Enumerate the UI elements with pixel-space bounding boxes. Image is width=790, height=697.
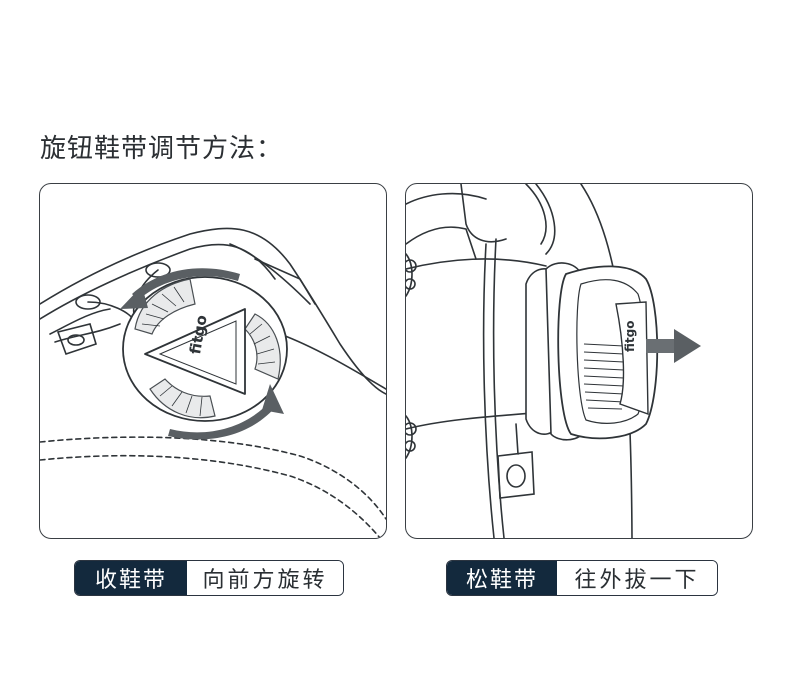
stitching-dashed-1 [40, 436, 386, 520]
lace-tag [56, 323, 97, 356]
loosen-illustration: fitgo [405, 183, 753, 539]
tighten-diagram: fitgo [40, 227, 386, 538]
rotate-arrow-icon [120, 268, 284, 440]
eyelet-2 [75, 294, 101, 310]
loosen-diagram: fitgo [406, 184, 701, 538]
pull-arrow-icon [646, 329, 701, 363]
page-title: 旋钮鞋带调节方法： [40, 134, 284, 164]
loosen-label: 松鞋带 往外拔一下 [446, 560, 718, 596]
loosen-instruction: 往外拔一下 [557, 561, 717, 595]
eyelet-1 [145, 262, 171, 278]
tighten-illustration: fitgo [39, 183, 387, 539]
shoe-upper-line [406, 226, 477, 260]
tighten-label: 收鞋带 向前方旋转 [74, 560, 344, 596]
dial-knob-icon: fitgo [122, 276, 288, 422]
dial-knob-icon: fitgo [525, 262, 659, 441]
tighten-instruction: 向前方旋转 [187, 561, 343, 595]
dial-logo: fitgo [623, 321, 637, 352]
shoe-upper-line [40, 227, 386, 395]
stitching-dashed-2 [40, 454, 381, 538]
tighten-tag: 收鞋带 [75, 561, 187, 595]
lace-tag [497, 451, 535, 499]
loosen-tag: 松鞋带 [447, 561, 557, 595]
